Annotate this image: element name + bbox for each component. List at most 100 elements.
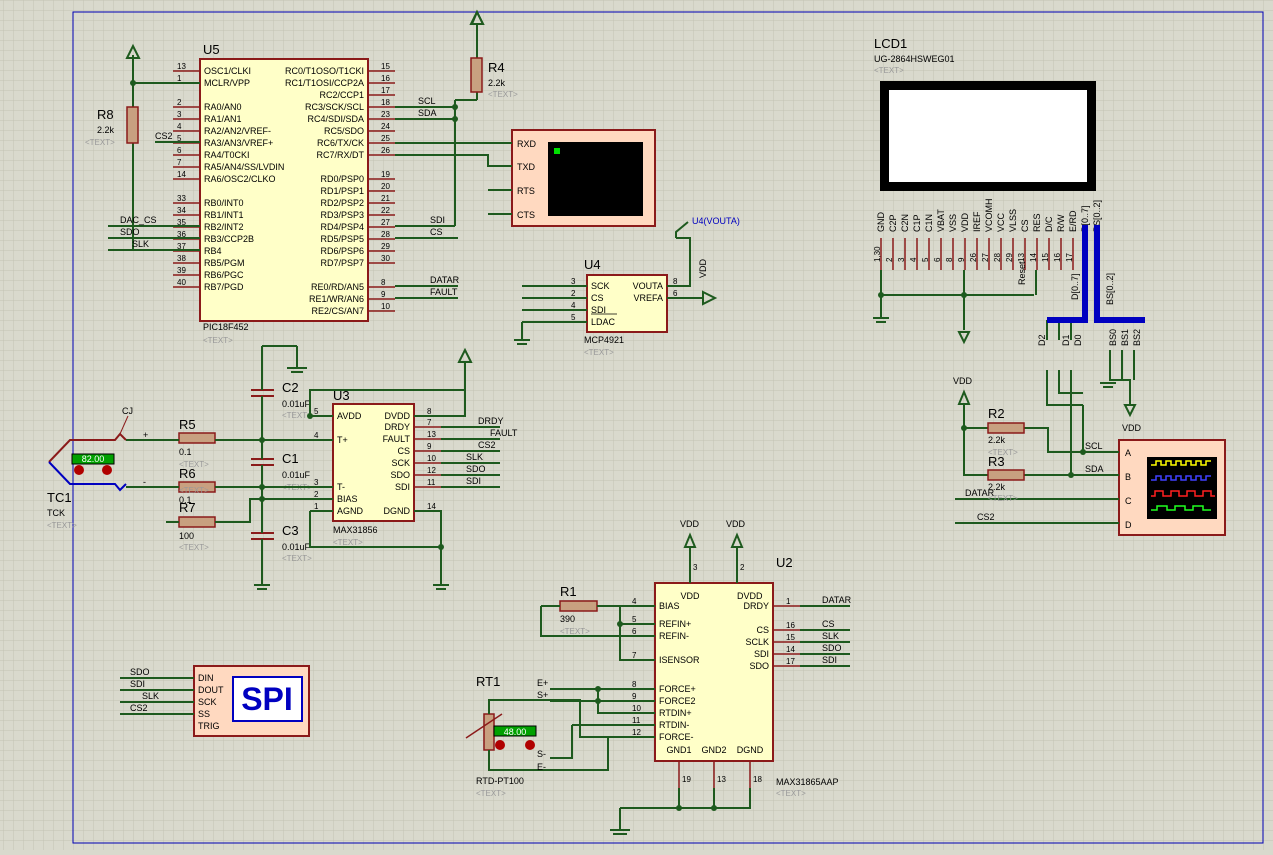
scope-pin-d[interactable]: D <box>1125 520 1132 530</box>
scope-pin-c[interactable]: C <box>1125 496 1132 506</box>
rt1-part: RTD-PT100 <box>476 776 524 786</box>
u2-pin-number: 6 <box>632 627 637 636</box>
u5-pin-label: RA0/AN0 <box>204 102 242 112</box>
terminal-pin-cts[interactable]: CTS <box>517 210 535 220</box>
u3-pin-cs[interactable]: 9CS <box>397 442 441 456</box>
tc1-thermocouple[interactable]: 82.00 TC1 TCK <TEXT> CJ + - <box>47 406 148 530</box>
spi-pin-din[interactable]: DIN <box>198 673 214 683</box>
lcd1-pin-d-0-7[interactable]: D[0..7] <box>1080 205 1090 232</box>
virtual-terminal[interactable]: RXD TXD RTS CTS <box>511 129 656 227</box>
oscilloscope[interactable]: A B C D <box>1118 439 1226 536</box>
scope-pin-a[interactable]: A <box>1125 448 1131 458</box>
rt1-rtd-sensor[interactable]: 48.00 RT1 RTD-PT100 <TEXT> <box>465 674 537 798</box>
u4-pin-number: 5 <box>571 313 576 322</box>
scope-pin-b[interactable]: B <box>1125 472 1131 482</box>
r5-resistor[interactable]: R5 0.1 <TEXT> <box>178 417 216 469</box>
r2-resistor[interactable]: R2 2.2k <TEXT> <box>987 406 1025 457</box>
spi-pin-sck[interactable]: SCK <box>198 697 217 707</box>
lcd1-pin-gnd[interactable]: GND1,30 <box>873 212 886 271</box>
spi-pin-trig[interactable]: TRIG <box>198 721 220 731</box>
lcd1-display[interactable]: LCD1 UG-2864HSWEG01 <TEXT> GND1,30C2P2C2… <box>873 36 1102 270</box>
u2-pin-label: REFIN- <box>659 631 689 641</box>
u5-pin-label: RC2/CCP1 <box>319 90 364 100</box>
spi-pin-dout[interactable]: DOUT <box>198 685 224 695</box>
u5-pin-label: RD6/PSP6 <box>320 246 364 256</box>
r8-resistor[interactable]: R8 2.2k <TEXT> <box>85 43 141 250</box>
r3-resistor[interactable]: R3 2.2k <TEXT> <box>987 454 1025 503</box>
lcd1-pin-r-w[interactable]: R/W16 <box>1053 214 1066 270</box>
terminal-pin-rxd[interactable]: RXD <box>517 139 537 149</box>
terminal-pin-rts[interactable]: RTS <box>517 186 535 196</box>
spi-pin-ss[interactable]: SS <box>198 709 210 719</box>
u3-ref: U3 <box>333 388 350 403</box>
lcd1-pin-bs-0-2[interactable]: BS[0..2] <box>1092 200 1102 232</box>
scope-pin-label: B <box>1125 472 1131 482</box>
terminal-pin-txd[interactable]: TXD <box>517 162 536 172</box>
lcd1-pin-d-c[interactable]: D/C15 <box>1041 216 1054 270</box>
